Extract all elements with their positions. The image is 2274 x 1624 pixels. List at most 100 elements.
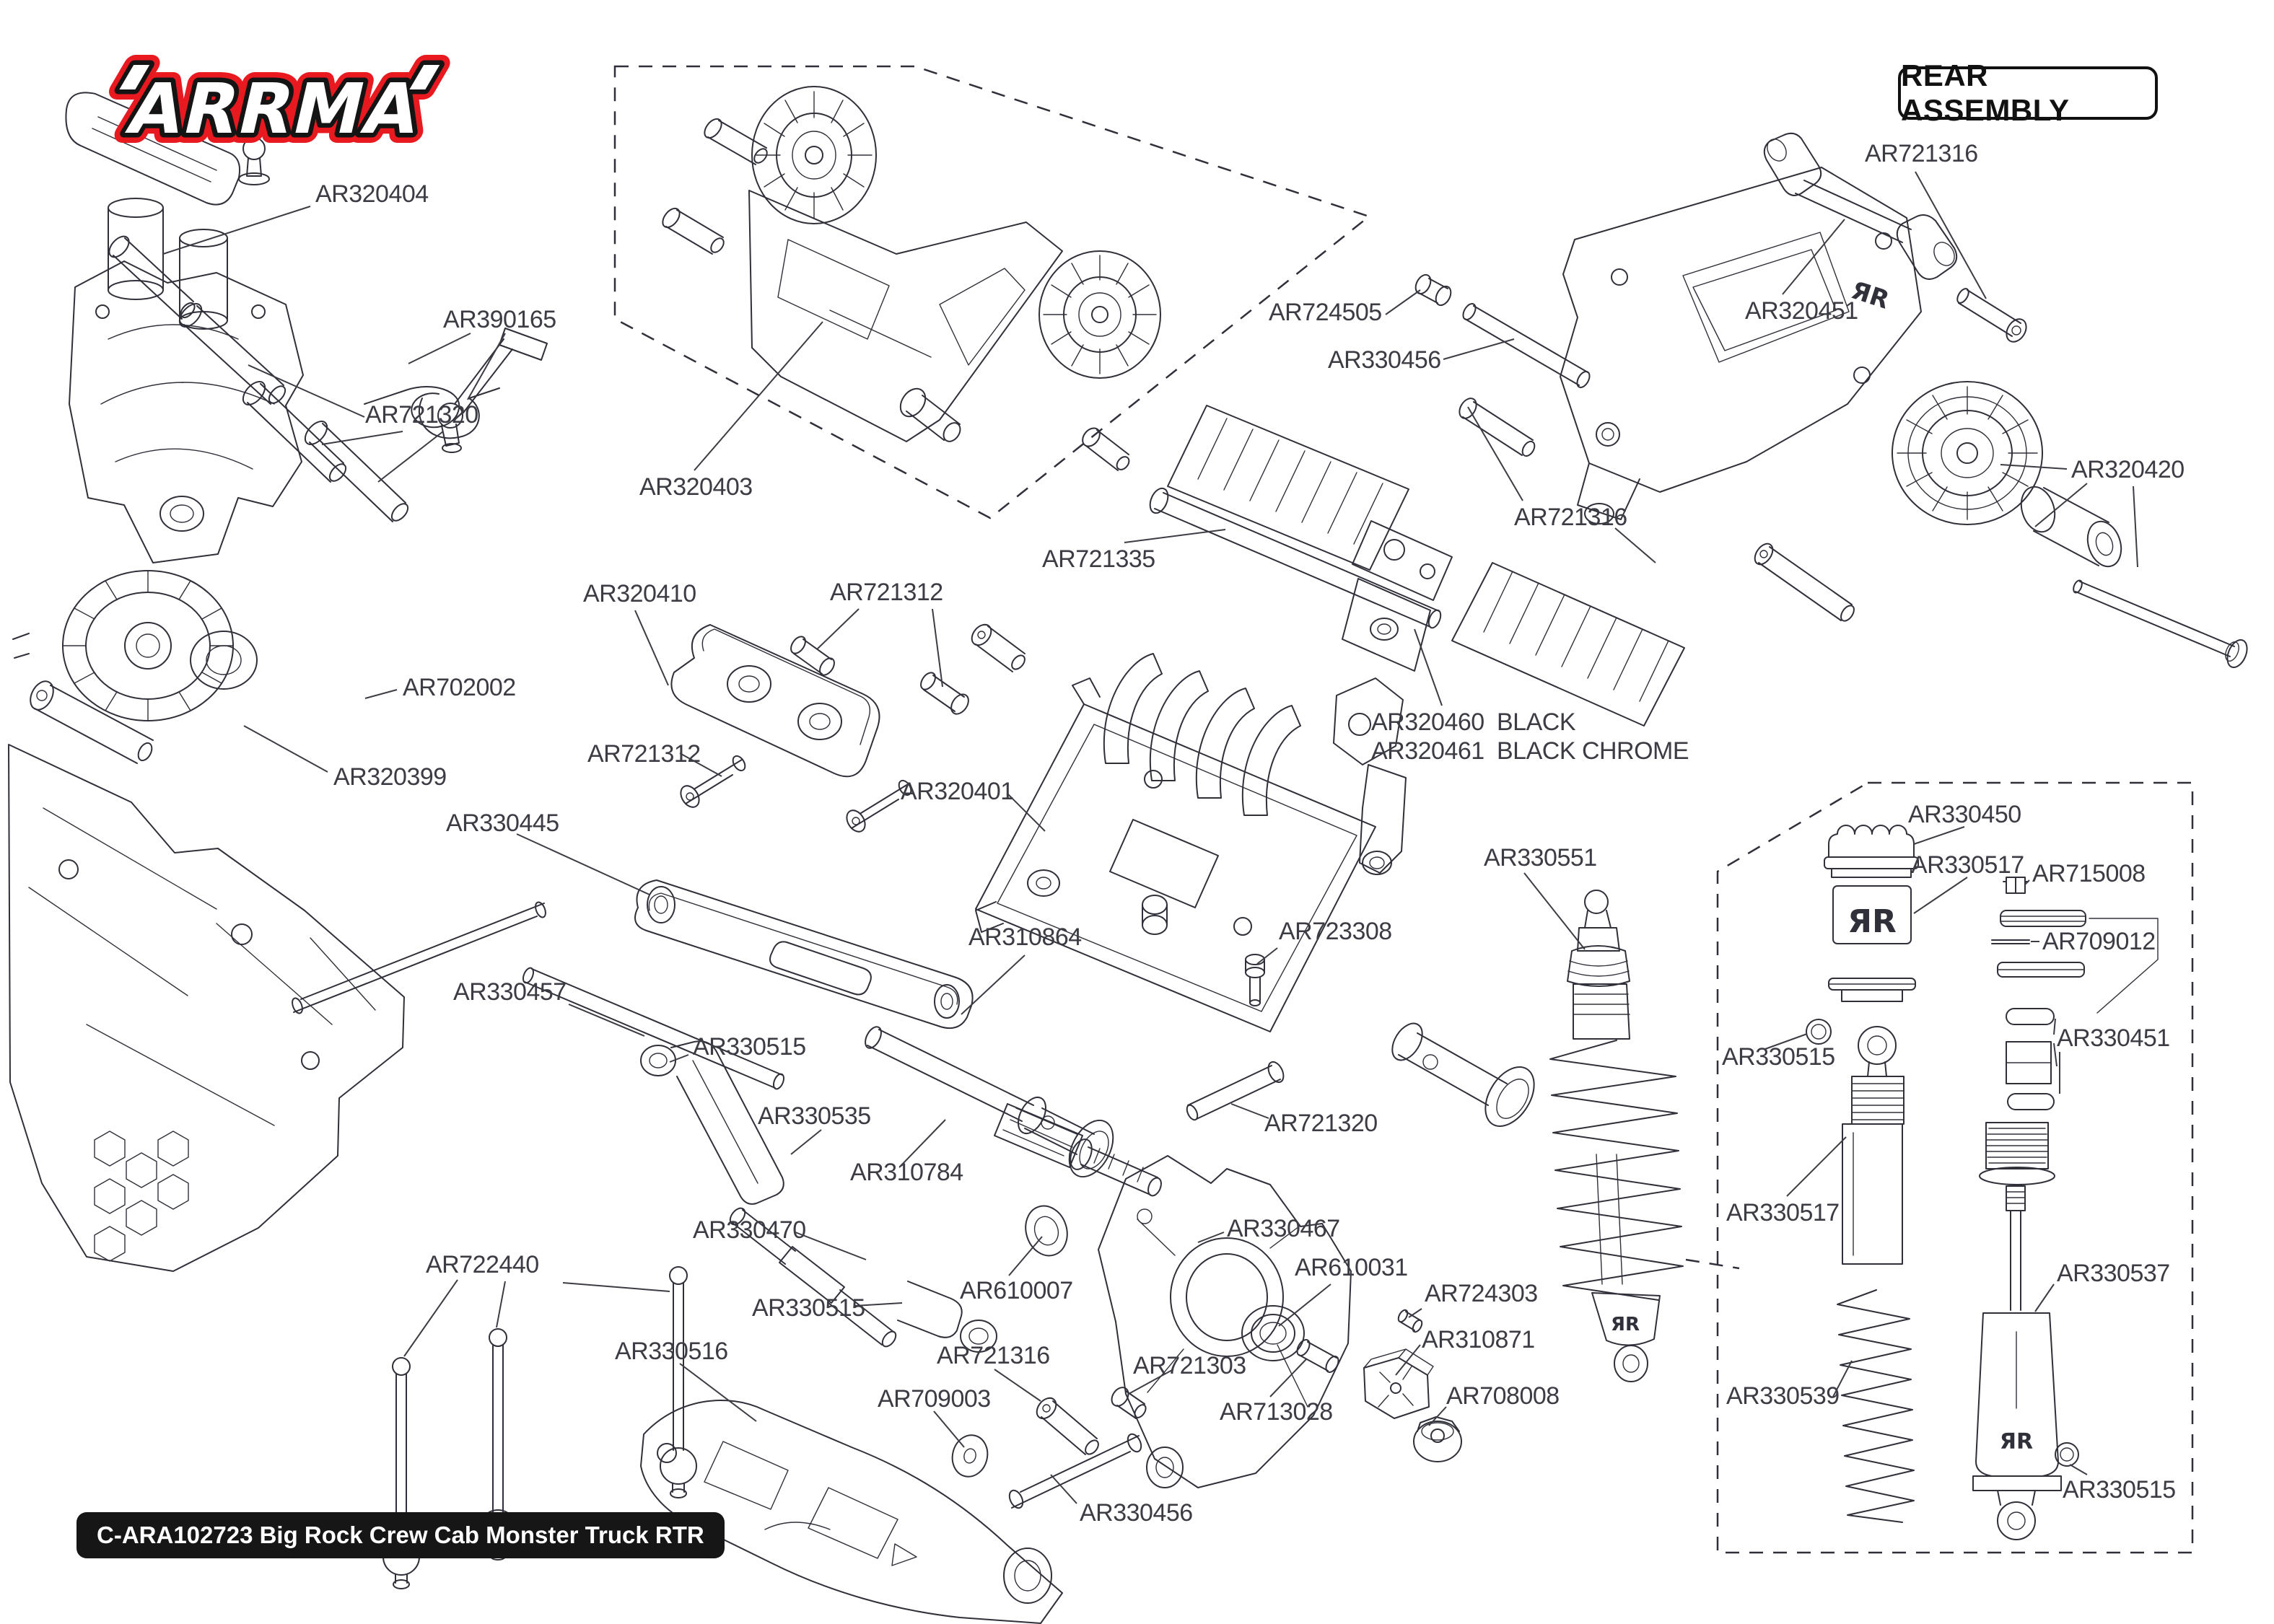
leader-line <box>1385 289 1421 315</box>
part-label-ar330470-36: AR330470 <box>693 1216 806 1244</box>
part-label-ar724505-5: AR724505 <box>1269 299 1382 326</box>
leader-line <box>1467 406 1523 501</box>
leader-line <box>1007 793 1046 832</box>
part-label-ar330535-33: AR330535 <box>758 1102 871 1130</box>
leader-line <box>321 431 403 445</box>
part-label-ar330515-30: AR330515 <box>693 1033 806 1061</box>
leader-line <box>496 1281 506 1328</box>
part-label-ar721316-45: AR721316 <box>937 1342 1050 1369</box>
leader-line <box>2034 483 2088 527</box>
leader-line <box>1414 628 1443 706</box>
leader-line <box>162 206 311 255</box>
leader-line <box>377 431 444 483</box>
leader-line <box>2053 1043 2057 1067</box>
part-label-ar320410-11: AR320410 <box>583 580 696 607</box>
leader-line <box>1197 1232 1225 1243</box>
dashed-boundary-shock-detail <box>1685 781 2194 1554</box>
leader-line <box>562 1282 670 1292</box>
leader-line <box>1230 1103 1269 1119</box>
part-label-ar713028-48: AR713028 <box>1220 1398 1333 1426</box>
part-sketch-screw-702002 <box>30 680 154 764</box>
part-label-ar721320-2: AR721320 <box>365 401 478 429</box>
part-label-ar330517-24: AR330517 <box>1911 851 2024 879</box>
part-label-ar330450-23: AR330450 <box>1908 801 2021 828</box>
part-sketch-pins-upper-right <box>1414 273 1855 622</box>
leader-line <box>634 610 669 686</box>
part-sketch-camber-link-top <box>1763 132 2027 343</box>
leader-line <box>1443 338 1515 360</box>
part-label-ar320451-8: AR320451 <box>1745 297 1858 325</box>
leader-line <box>467 333 506 400</box>
part-label-ar330451-31: AR330451 <box>2057 1024 2170 1052</box>
part-sketch-hinge-pins-upper <box>108 235 409 522</box>
part-label-ar708008-49: AR708008 <box>1446 1382 1560 1410</box>
part-sketch-motor-mount <box>1167 405 1685 727</box>
leader-line <box>1269 1359 1307 1397</box>
part-label-ar721303-47: AR721303 <box>1133 1352 1246 1379</box>
part-sketch-shock-tower <box>69 260 304 563</box>
part-label-ar330445-21: AR330445 <box>446 809 559 837</box>
leader-line <box>1764 1033 1808 1050</box>
leader-line <box>1832 1360 1853 1397</box>
leader-line <box>790 1129 822 1155</box>
dashed-boundary-wheelie-bar <box>613 65 1371 519</box>
leader-line <box>854 1302 903 1307</box>
part-label-ar330467-38: AR330467 <box>1227 1215 1340 1242</box>
part-label-ar702002-13: AR702002 <box>403 674 516 701</box>
part-label-ar320460-17: AR320460 <box>1371 708 1484 736</box>
part-label-ar330456-54: AR330456 <box>1080 1499 1193 1527</box>
leader-line <box>694 321 823 471</box>
leader-line <box>932 608 943 688</box>
part-sketch-shock-exploded: ЯR ЯR <box>1806 825 2159 1540</box>
leader-line <box>1408 1308 1422 1318</box>
leader-line <box>994 1369 1041 1402</box>
part-sketch-pin-721335 <box>1149 487 1442 629</box>
leader-line <box>403 1279 458 1357</box>
part-label-black-19: BLACK <box>1497 708 1576 736</box>
part-label-ar721316-9: AR721316 <box>1514 504 1627 531</box>
leader-line <box>669 1054 689 1063</box>
part-label-ar330515-42: AR330515 <box>752 1294 865 1322</box>
leader-line <box>961 954 1026 1015</box>
leader-line <box>1614 527 1656 563</box>
part-label-ar610031-39: AR610031 <box>1295 1254 1408 1281</box>
part-label-ar320461-18: AR320461 <box>1371 737 1484 765</box>
page-title: REAR ASSEMBLY <box>1898 58 2158 127</box>
leader-line <box>1428 1406 1447 1426</box>
leader-line <box>1786 1136 1847 1197</box>
part-label-ar330457-29: AR330457 <box>453 978 567 1006</box>
leader-line <box>1913 826 1965 845</box>
leader-line <box>1278 1283 1331 1327</box>
leader-line <box>2024 879 2030 885</box>
leader-line <box>1050 1474 1077 1504</box>
arrma-logo: ARRMA <box>56 38 460 167</box>
part-label-ar390165-1: AR390165 <box>443 306 556 333</box>
leader-line <box>900 1119 946 1167</box>
part-sketch-arm-hardware <box>951 1397 1142 1509</box>
part-sketch-camber-links <box>640 1040 1162 1353</box>
leader-line <box>1128 1369 1174 1395</box>
part-label-black-chrome-20: BLACK CHROME <box>1497 737 1689 765</box>
part-label-ar320399-15: AR320399 <box>333 763 447 791</box>
part-label-ar330516-44: AR330516 <box>615 1338 728 1365</box>
part-label-ar722440-43: AR722440 <box>426 1251 539 1278</box>
part-sketch-wheelie-bar <box>662 86 1161 672</box>
part-label-ar721312-12: AR721312 <box>830 579 943 606</box>
part-label-ar320403-3: AR320403 <box>639 473 753 501</box>
part-sketch-skid-plate <box>975 677 1376 1032</box>
leader-line <box>248 364 365 418</box>
part-label-ar721335-4: AR721335 <box>1042 545 1155 573</box>
leader-line <box>1523 872 1586 950</box>
part-sketch-hub-carrier <box>1098 1155 1352 1488</box>
leader-line <box>816 608 860 650</box>
part-label-ar330539-52: AR330539 <box>1726 1382 1840 1410</box>
part-label-ar721316-7: AR721316 <box>1865 140 1978 167</box>
part-label-ar320401-16: AR320401 <box>901 778 1014 805</box>
part-label-ar610007-37: AR610007 <box>960 1277 1073 1304</box>
leader-line <box>679 752 722 777</box>
leader-line <box>795 1232 867 1260</box>
part-label-ar723308-28: AR723308 <box>1279 918 1392 945</box>
leader-line <box>1124 529 1226 543</box>
part-sketch-rear-wheel <box>1892 381 2248 668</box>
part-label-ar330515-32: AR330515 <box>1722 1043 1835 1071</box>
